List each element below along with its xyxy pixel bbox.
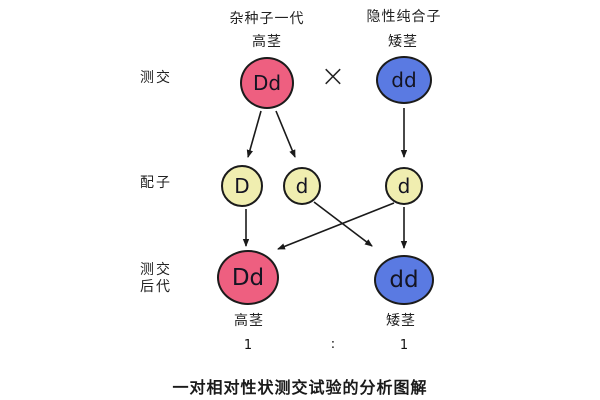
ratio-right: 1	[399, 338, 409, 353]
cross-symbol: ×	[320, 59, 346, 94]
row-label-test-cross: 测交	[140, 70, 172, 86]
label-tall-stem-top: 高茎	[252, 34, 282, 50]
row-label-offspring-line2: 后代	[140, 279, 172, 295]
offspring-dd-genotype: dd	[389, 267, 419, 293]
label-short-stem-top: 矮茎	[388, 34, 418, 50]
parent-Dd-genotype: Dd	[252, 71, 282, 95]
ratio-left: 1	[243, 338, 253, 353]
row-label-offspring-line1: 测交	[140, 262, 172, 278]
caption: 一对相对性状测交试验的分析图解	[172, 378, 428, 397]
arrow-Dd-to-D	[246, 110, 262, 158]
parent-circle-Dd: Dd	[240, 57, 294, 109]
gamete-d2-label: d	[397, 174, 411, 198]
row-label-gametes: 配子	[140, 175, 172, 191]
parent-circle-dd: dd	[376, 56, 432, 104]
offspring-Dd-genotype: Dd	[231, 264, 265, 291]
arrow-d-to-dd-offspring	[313, 201, 373, 247]
label-tall-stem-bottom: 高茎	[234, 313, 264, 329]
arrow-Dd-to-d	[275, 110, 296, 158]
gamete-d1-label: d	[295, 174, 309, 198]
gamete-circle-d2: d	[385, 167, 423, 205]
gamete-circle-D: D	[221, 165, 263, 207]
offspring-circle-dd: dd	[374, 255, 434, 305]
gamete-circle-d1: d	[283, 167, 321, 205]
arrow-d2-to-Dd-offspring	[277, 202, 395, 250]
ratio-colon: :	[330, 337, 336, 352]
label-short-stem-bottom: 矮茎	[386, 313, 416, 329]
parent-dd-genotype: dd	[391, 68, 417, 92]
row-label-test-cross-offspring: 测交 后代	[140, 262, 172, 296]
label-f1-generation: 杂种子一代	[229, 11, 305, 27]
label-recessive-homozygote: 隐性纯合子	[366, 9, 442, 25]
gamete-D-label: D	[234, 174, 250, 198]
offspring-circle-Dd: Dd	[217, 250, 279, 305]
